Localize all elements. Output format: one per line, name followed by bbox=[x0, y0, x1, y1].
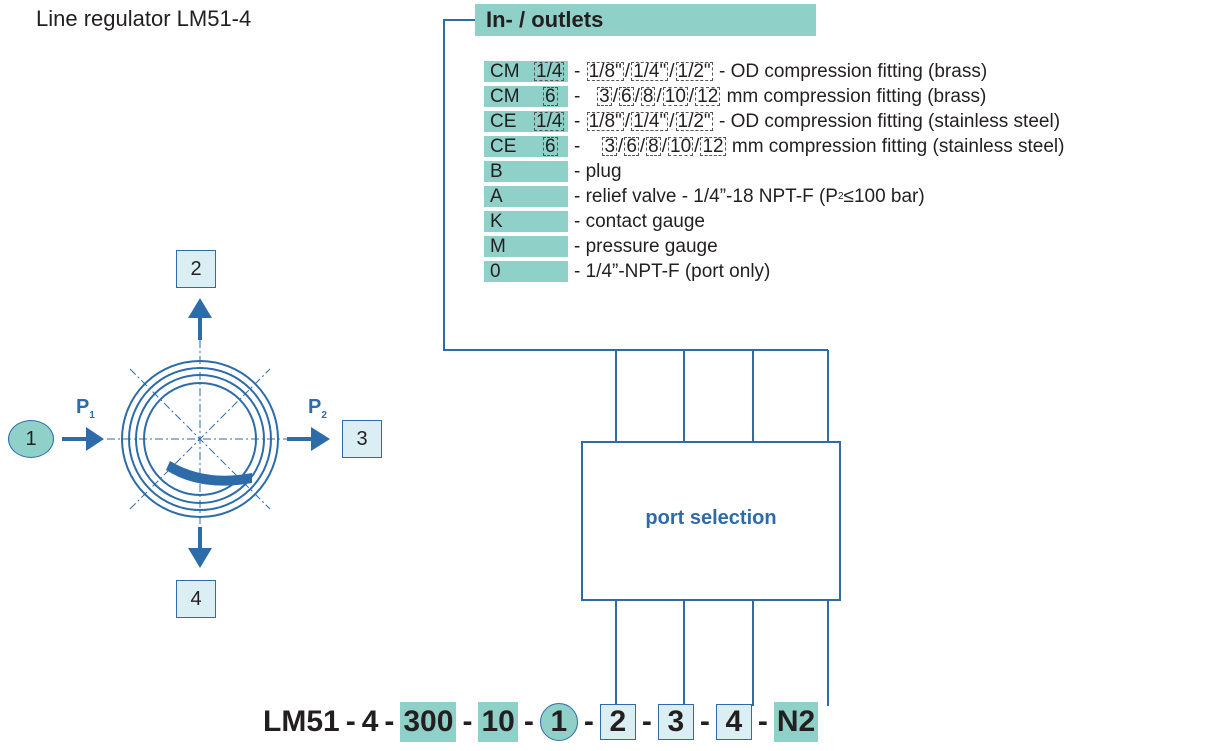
separator: - bbox=[523, 705, 534, 738]
option-code: M bbox=[484, 236, 568, 257]
dash: - bbox=[574, 110, 581, 132]
dash: - bbox=[574, 85, 581, 107]
separator: - bbox=[583, 705, 594, 738]
option-row-m: M - pressure gauge bbox=[484, 236, 718, 257]
model-port-4: 4 bbox=[715, 704, 752, 740]
option-row-k: K - contact gauge bbox=[484, 211, 705, 232]
port-3: 3 bbox=[342, 420, 382, 458]
model-gas: N2 bbox=[773, 702, 819, 742]
option-desc: - pressure gauge bbox=[574, 235, 718, 257]
option-desc-post: ≤100 bar) bbox=[843, 185, 925, 207]
option-size-box: 1/4 bbox=[534, 111, 565, 132]
model-port-2: 2 bbox=[599, 704, 636, 740]
inlets-header: In- / outlets bbox=[486, 7, 604, 32]
option-code: A bbox=[484, 186, 568, 207]
option-row-b: B - plug bbox=[484, 161, 622, 182]
size-box: 1/4" bbox=[631, 111, 669, 132]
model-port-3: 3 bbox=[657, 704, 694, 740]
dash: - bbox=[574, 135, 581, 157]
size-box: 1/8" bbox=[586, 111, 624, 132]
port-2: 2 bbox=[176, 250, 216, 288]
option-desc: - OD compression fitting (stainless stee… bbox=[718, 110, 1061, 132]
option-desc: - OD compression fitting (brass) bbox=[718, 60, 988, 82]
port-selection-label: port selection bbox=[645, 507, 777, 529]
option-desc: - contact gauge bbox=[574, 210, 705, 232]
separator: - bbox=[462, 705, 473, 738]
option-code: K bbox=[484, 211, 568, 232]
dash: - bbox=[574, 60, 581, 82]
option-desc-sub: 2 bbox=[837, 191, 844, 202]
option-desc: - 1/4”-NPT-F (port only) bbox=[574, 260, 771, 282]
separator: - bbox=[345, 705, 356, 738]
size-box: 6 bbox=[619, 86, 634, 107]
size-box: 3 bbox=[602, 136, 618, 157]
regulator-symbol bbox=[107, 340, 293, 538]
size-box: 12 bbox=[695, 86, 721, 107]
option-code: B bbox=[484, 161, 568, 182]
option-row-0: 0 - 1/4”-NPT-F (port only) bbox=[484, 261, 770, 282]
model-port-1: 1 bbox=[539, 703, 578, 741]
size-box: 1/2" bbox=[675, 61, 713, 82]
separator: - bbox=[641, 705, 652, 738]
model-code: LM51 - 4 - 300 - 10 - 1 - 2 - 3 - 4 - N2 bbox=[263, 702, 819, 742]
model-flow: 10 bbox=[478, 702, 518, 742]
option-size-box: 6 bbox=[543, 86, 558, 107]
option-desc: mm compression fitting (stainless steel) bbox=[731, 135, 1065, 157]
separator: - bbox=[699, 705, 710, 738]
size-box: 1/4" bbox=[631, 61, 669, 82]
option-size-box: 1/4 bbox=[534, 61, 565, 82]
size-box: 1/8" bbox=[586, 61, 624, 82]
inlet-pressure-label: P1 bbox=[76, 396, 95, 421]
option-code: 0 bbox=[484, 261, 568, 282]
inlets-header-bar bbox=[475, 4, 816, 36]
separator: - bbox=[384, 705, 395, 738]
outlet-pressure-label: P2 bbox=[308, 396, 327, 421]
page-title: Line regulator LM51-4 bbox=[36, 6, 252, 31]
size-box: 10 bbox=[668, 136, 694, 157]
option-desc: - plug bbox=[574, 160, 622, 182]
port-4: 4 bbox=[176, 580, 216, 618]
size-box: 6 bbox=[624, 136, 639, 157]
model-base: LM51 bbox=[263, 705, 340, 738]
size-box: 1/2" bbox=[675, 111, 713, 132]
size-box: 12 bbox=[700, 136, 726, 157]
model-variant: 4 bbox=[361, 705, 379, 738]
model-pressure: 300 bbox=[400, 702, 457, 742]
size-box: 8 bbox=[640, 86, 656, 107]
option-desc: - relief valve - 1/4”-18 NPT-F (P bbox=[574, 185, 838, 207]
option-desc: mm compression fitting (brass) bbox=[726, 85, 987, 107]
port-1-inlet: 1 bbox=[8, 420, 54, 458]
option-size-box: 6 bbox=[543, 136, 558, 157]
size-box: 10 bbox=[662, 86, 688, 107]
size-box: 8 bbox=[646, 136, 661, 157]
separator: - bbox=[757, 705, 768, 738]
size-box: 3 bbox=[597, 86, 612, 107]
